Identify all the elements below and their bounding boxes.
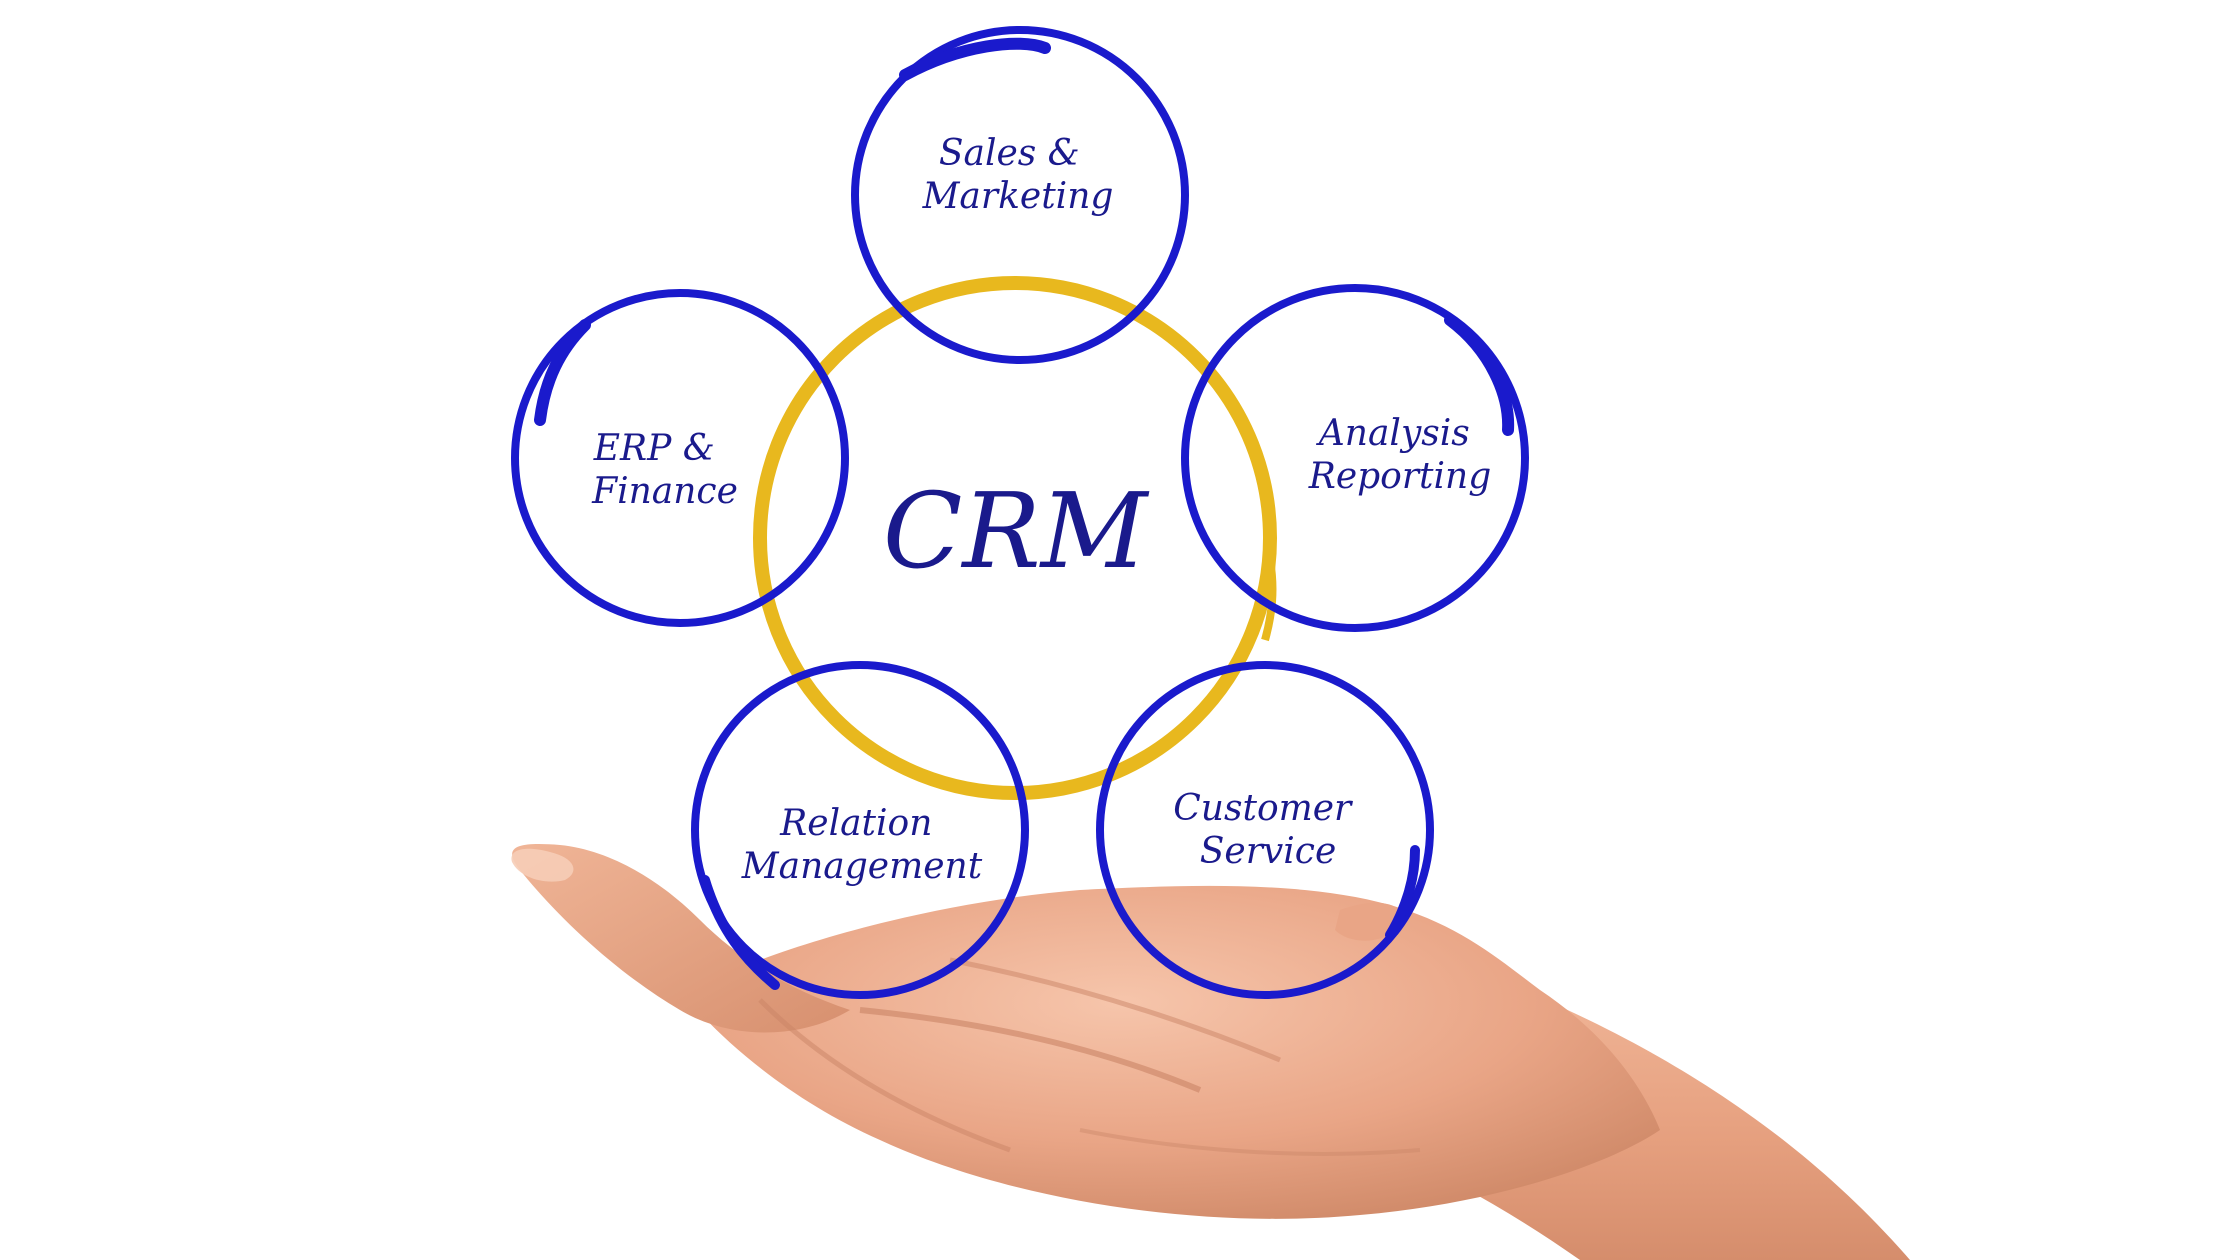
node-label-analysis-reporting: Analysis Reporting bbox=[1308, 413, 1492, 497]
node-ring-erp-finance bbox=[511, 289, 849, 627]
node-label-customer-service: Customer Service bbox=[1173, 788, 1362, 872]
node-ring-sales-marketing bbox=[851, 26, 1189, 364]
node-rings bbox=[511, 26, 1529, 999]
node-ring-relation-management bbox=[691, 661, 1029, 999]
node-ring-analysis-reporting bbox=[1181, 284, 1529, 632]
node-label-sales-marketing: Sales & Marketing bbox=[922, 133, 1114, 217]
node-ring-customer-service bbox=[1096, 661, 1434, 999]
node-labels: CRM Sales & Marketing Analysis Reporting… bbox=[591, 133, 1491, 887]
hand-image bbox=[511, 844, 1910, 1260]
center-label: CRM bbox=[883, 470, 1150, 592]
node-label-relation-management: Relation Management bbox=[741, 803, 983, 887]
node-label-erp-finance: ERP & Finance bbox=[591, 428, 738, 512]
